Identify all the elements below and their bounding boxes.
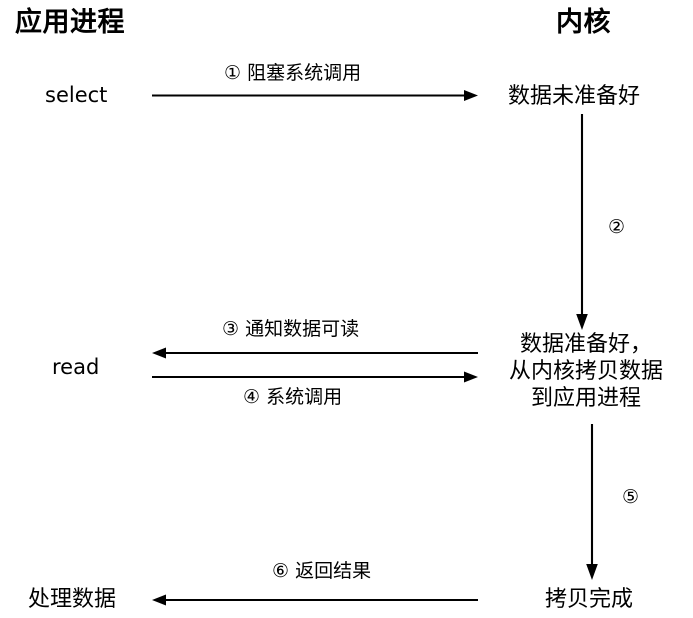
column-title-application-process: 应用进程: [15, 7, 125, 38]
edge-label-syscall: ④ 系统调用: [243, 386, 343, 408]
node-data-not-ready: 数据未准备好: [508, 84, 641, 109]
arrow-kernel-wait: [576, 114, 588, 330]
edge-label-notify-data-readable: ③ 通知数据可读: [222, 318, 360, 340]
node-data-ready-copy-line-2: 从内核拷贝数据: [508, 358, 663, 384]
edge-label-blocking-syscall: ① 阻塞系统调用: [224, 62, 362, 84]
column-title-kernel: 内核: [556, 7, 611, 38]
node-data-ready-copy-line-1: 数据准备好，: [519, 332, 652, 357]
node-copy-complete: 拷贝完成: [545, 587, 634, 612]
arrow-kernel-copy: [586, 424, 598, 580]
node-process-data: 处理数据: [28, 587, 117, 612]
arrow-blocking-syscall: [152, 90, 478, 101]
edge-label-return-result: ⑥ 返回结果: [272, 560, 372, 582]
step-label-kernel-wait: ②: [608, 216, 626, 238]
node-select: select: [45, 83, 108, 107]
node-data-ready-copy-line-3: 到应用进程: [530, 385, 641, 411]
arrow-return-result: [152, 594, 478, 606]
arrow-syscall: [152, 371, 478, 383]
node-data-ready-copy: 数据准备好， 从内核拷贝数据 到应用进程: [493, 332, 679, 412]
arrow-notify-data-readable: [152, 347, 478, 359]
node-read: read: [52, 355, 100, 379]
step-label-kernel-copy: ⑤: [622, 486, 640, 508]
